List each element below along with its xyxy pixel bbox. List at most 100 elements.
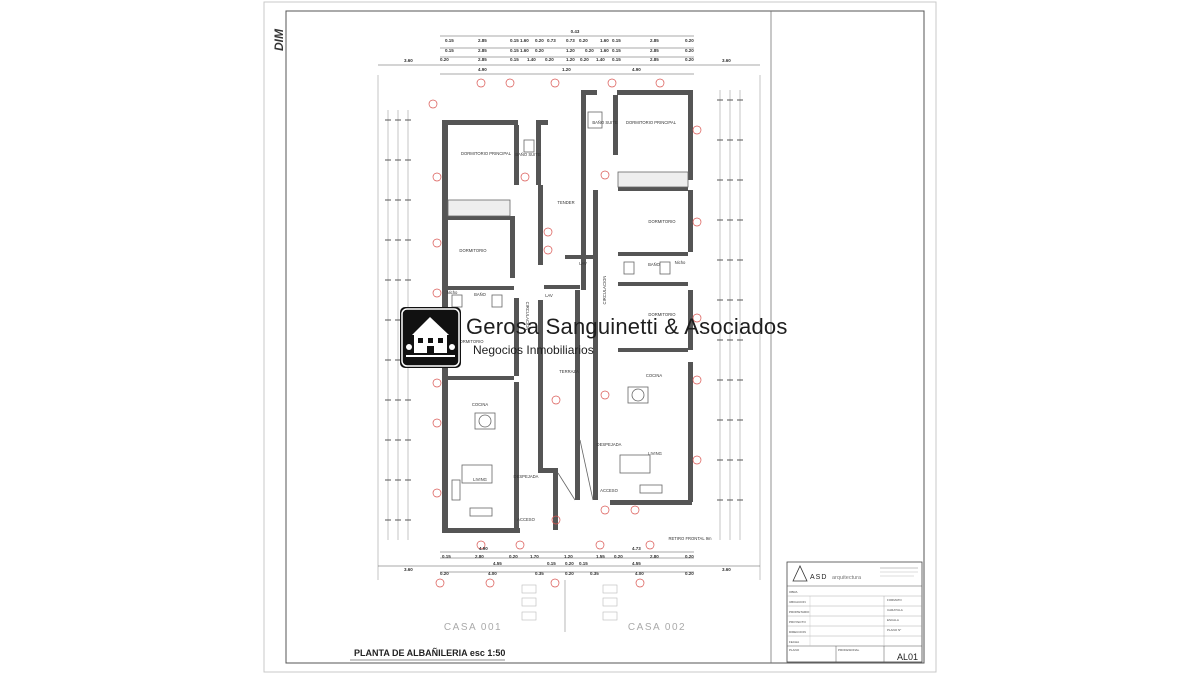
dim-bottom-r3-0: 0.20 bbox=[440, 571, 449, 576]
dim-top-r3-4: 0.20 bbox=[545, 57, 554, 62]
firm-subtitle: arquitectura bbox=[832, 575, 862, 581]
dim-bottom-right-total: 4.73 bbox=[632, 546, 641, 551]
dim-top-center: 0.43 bbox=[571, 29, 580, 34]
room-circulacion-2: CIRCULACION bbox=[602, 276, 607, 305]
room-lav-2: LAV bbox=[579, 261, 587, 266]
room-despejada-2: DESPEJADA bbox=[597, 442, 622, 447]
dim-bottom-r1-1: 2.80 bbox=[475, 554, 484, 559]
dim-top-r2-0: 0.15 bbox=[445, 48, 454, 53]
dim-bottom-r3-1: 4.00 bbox=[488, 571, 497, 576]
dim-top-r1-10: 2.85 bbox=[650, 38, 659, 43]
red-tags bbox=[428, 78, 702, 588]
dim-bottom-r3-5: 4.00 bbox=[635, 571, 644, 576]
watermark-company: Gerosa Sanguinetti & Asociados bbox=[466, 314, 788, 339]
house-logo-icon bbox=[400, 307, 461, 368]
room-tender: TENDER bbox=[557, 200, 574, 205]
dim-top-right-total: 4.90 bbox=[632, 67, 641, 72]
room-dorm-principal-1: DORMITORIO PRINCIPAL bbox=[461, 151, 512, 156]
dim-top-side-right: 3.60 bbox=[722, 58, 731, 63]
dim-top-r3-1: 2.85 bbox=[478, 57, 487, 62]
dim-bottom-r1-8: 0.20 bbox=[685, 554, 694, 559]
tb-right-formato: FORMATO bbox=[887, 598, 902, 602]
room-dormitorio-3: DORMITORIO bbox=[648, 219, 676, 224]
side-dimension-ticks bbox=[385, 99, 743, 521]
dim-bottom-r2-2: 0.20 bbox=[565, 561, 574, 566]
dim-bottom-r3-2: 0.35 bbox=[535, 571, 544, 576]
dim-bottom-r1-5: 1.55 bbox=[596, 554, 605, 559]
tb-row-obra: OBRA bbox=[789, 590, 798, 594]
room-dormitorio-2: DORMITORIO bbox=[456, 339, 484, 344]
dim-bottom-r1-3: 1.70 bbox=[530, 554, 539, 559]
dim-top-r1-9: 0.15 bbox=[612, 38, 621, 43]
dim-top-r1-8: 1.60 bbox=[600, 38, 609, 43]
room-despejada-1: DESPEJADA bbox=[514, 474, 539, 479]
room-nicho-1: Nicho bbox=[447, 290, 458, 295]
dim-top-r1-2: 0.15 bbox=[510, 38, 519, 43]
title-block: ASD arquitectura OBRA UBICACION PROPIETA… bbox=[786, 561, 923, 663]
room-bano-suite-1: BAÑO SUITE bbox=[515, 152, 541, 157]
dim-top-r1-5: 0.73 bbox=[547, 38, 556, 43]
dim-top-r2-5: 1.20 bbox=[566, 48, 575, 53]
dim-top-r1-1: 2.85 bbox=[478, 38, 487, 43]
room-terraza: TERRAZA bbox=[559, 369, 579, 374]
house-1-caption: CASA 001 bbox=[444, 622, 502, 633]
firm-name: ASD bbox=[810, 574, 827, 581]
tb-right-caratula: CARATULA bbox=[887, 608, 903, 612]
dim-top-r1-11: 0.20 bbox=[685, 38, 694, 43]
room-bano-2: BAÑO bbox=[648, 262, 661, 267]
sheet-number: AL01 bbox=[897, 652, 918, 662]
dim-top-r1-4: 0.20 bbox=[535, 38, 544, 43]
tb-bottom-left: PLANO bbox=[789, 648, 800, 652]
dim-top-r3-9: 2.85 bbox=[650, 57, 659, 62]
room-labels: DORMITORIO PRINCIPAL BAÑO SUITE TENDER D… bbox=[447, 120, 712, 541]
dim-bottom-side-left: 3.60 bbox=[404, 567, 413, 572]
tb-row-ubicacion: UBICACION bbox=[789, 600, 806, 604]
tb-row-proyecto: PROYECTO bbox=[789, 620, 806, 624]
dim-top-mid-total: 1.20 bbox=[562, 67, 571, 72]
dim-top-r3-7: 1.40 bbox=[596, 57, 605, 62]
dim-bottom-r2-0: 4.55 bbox=[493, 561, 502, 566]
dim-top-r3-5: 1.20 bbox=[566, 57, 575, 62]
dim-top-r1-6: 0.73 bbox=[566, 38, 575, 43]
tb-bottom-mid: PROFESIONAL bbox=[838, 648, 860, 652]
dim-bottom-r3-3: 0.20 bbox=[565, 571, 574, 576]
dim-bottom-r1-2: 0.20 bbox=[509, 554, 518, 559]
room-dorm-principal-2: DORMITORIO PRINCIPAL bbox=[626, 120, 677, 125]
tb-right-plano: PLANO N° bbox=[887, 628, 902, 632]
dim-bottom-r1-4: 1.20 bbox=[564, 554, 573, 559]
dim-bottom-r2-1: 0.15 bbox=[547, 561, 556, 566]
room-cocina-2: COCINA bbox=[646, 373, 662, 378]
room-dormitorio-4: DORMITORIO bbox=[648, 312, 676, 317]
dim-bottom-r3-4: 0.35 bbox=[590, 571, 599, 576]
room-acceso-1: ACCESO bbox=[517, 517, 535, 522]
dim-top-r1-3: 1.60 bbox=[520, 38, 529, 43]
room-nicho-2: Nicho bbox=[675, 260, 686, 265]
dim-top-r1-7: 0.20 bbox=[579, 38, 588, 43]
dim-bottom-r2-3: 0.15 bbox=[579, 561, 588, 566]
dim-bottom-r1-7: 2.80 bbox=[650, 554, 659, 559]
dim-top-r3-2: 0.15 bbox=[510, 57, 519, 62]
dim-top-r2-7: 1.60 bbox=[600, 48, 609, 53]
top-dimensions: 0.43 0.15 2.85 0.15 1.60 0.20 0.73 0.73 … bbox=[378, 29, 760, 75]
dim-top-r3-6: 0.20 bbox=[580, 57, 589, 62]
firm-logo-icon bbox=[792, 565, 808, 582]
watermark-tagline: Negocios Inmobiliarios bbox=[473, 343, 594, 357]
dim-bottom-r2-4: 4.55 bbox=[632, 561, 641, 566]
room-bano-suite-2: BAÑO SUITE bbox=[592, 120, 618, 125]
setback-note: RETIRO FRONTAL 9m bbox=[668, 536, 712, 541]
tb-row-propietario: PROPIETARIO bbox=[789, 610, 810, 614]
tb-row-direccion: DIRECCION bbox=[789, 630, 806, 634]
side-label: DIM bbox=[272, 28, 286, 51]
room-cocina-1: COCINA bbox=[472, 402, 488, 407]
plan-title: PLANTA DE ALBAÑILERIA esc 1:50 bbox=[354, 648, 505, 658]
sheet-outer-border bbox=[263, 1, 937, 673]
room-bano-1: BAÑO bbox=[474, 292, 487, 297]
walls-house-2 bbox=[544, 90, 693, 505]
tb-row-fecha: FECHA bbox=[789, 640, 799, 644]
dim-top-side-left: 3.60 bbox=[404, 58, 413, 63]
dim-top-r2-10: 0.20 bbox=[685, 48, 694, 53]
footing-markers bbox=[521, 580, 618, 632]
dim-bottom-r1-0: 0.15 bbox=[442, 554, 451, 559]
dim-top-r2-1: 2.85 bbox=[478, 48, 487, 53]
room-living-1: LIVING bbox=[473, 477, 487, 482]
